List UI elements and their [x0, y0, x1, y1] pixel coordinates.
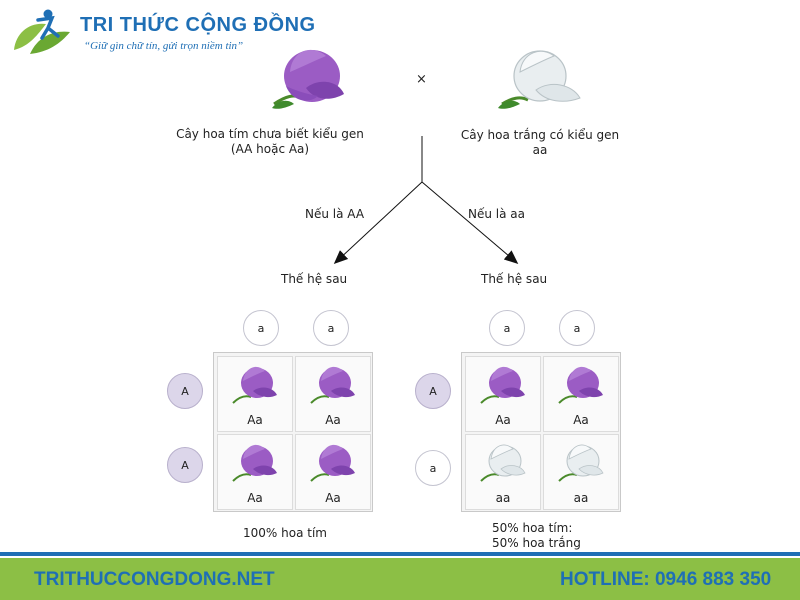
genotype-label: Aa [325, 491, 341, 505]
right-col-gamete: a [489, 310, 525, 346]
purple-flower-icon [232, 444, 277, 482]
genotype-label: Aa [495, 413, 511, 427]
logo-mark [8, 6, 76, 62]
purple-flower-icon [558, 366, 603, 404]
left-result: 100% hoa tím [243, 526, 327, 540]
genotype-label: Aa [325, 413, 341, 427]
brand-name: TRI THỨC CỘNG ĐỒNG [80, 14, 316, 36]
left-punnett-square: Aa Aa Aa Aa [213, 352, 373, 512]
left-generation-label: Thế hệ sau [281, 272, 348, 286]
punnett-cell: aa [465, 434, 541, 510]
punnett-cell: Aa [295, 356, 371, 432]
right-punnett-square: Aa Aa aa aa [461, 352, 621, 512]
footer-website-link[interactable]: TRITHUCCONGDONG.NET [34, 569, 275, 590]
purple-flower-icon [310, 444, 355, 482]
cross-symbol: × [416, 72, 427, 87]
white-flower-icon [480, 444, 526, 482]
footer-divider [0, 552, 800, 556]
footer-bar [0, 558, 800, 600]
left-condition-label: Nếu là AA [305, 207, 365, 221]
punnett-cell: Aa [217, 356, 293, 432]
left-row-gamete: A [167, 447, 203, 483]
punnett-cell: Aa [543, 356, 619, 432]
right-col-gamete: a [559, 310, 595, 346]
right-row-gamete: a [415, 450, 451, 486]
purple-flower-icon [232, 366, 277, 404]
purple-flower-parent [268, 42, 350, 118]
footer-hotline[interactable]: HOTLINE: 0946 883 350 [560, 569, 772, 590]
genotype-label: aa [573, 491, 589, 505]
purple-parent-label: Cây hoa tím chưa biết kiểu gen (AA hoặc … [176, 127, 364, 156]
punnett-cell: Aa [217, 434, 293, 510]
genotype-label: Aa [573, 413, 589, 427]
white-flower-icon [558, 444, 604, 482]
punnett-cell: aa [543, 434, 619, 510]
punnett-cell: Aa [295, 434, 371, 510]
brand-slogan: “Giữ gìn chữ tín, gửi trọn niềm tin” [84, 40, 244, 52]
purple-flower-icon [310, 366, 355, 404]
right-result: 50% hoa tím: 50% hoa trắng [492, 521, 581, 550]
genotype-label: Aa [247, 491, 263, 505]
white-parent-label: Cây hoa trắng có kiểu gen aa [460, 128, 620, 157]
left-row-gamete: A [167, 373, 203, 409]
white-flower-parent [496, 44, 584, 120]
right-generation-label: Thế hệ sau [481, 272, 548, 286]
left-col-gamete: a [243, 310, 279, 346]
genotype-label: aa [495, 491, 511, 505]
punnett-cell: Aa [465, 356, 541, 432]
purple-flower-icon [480, 366, 525, 404]
right-row-gamete: A [415, 373, 451, 409]
genotype-label: Aa [247, 413, 263, 427]
left-col-gamete: a [313, 310, 349, 346]
right-condition-label: Nếu là aa [468, 207, 525, 221]
